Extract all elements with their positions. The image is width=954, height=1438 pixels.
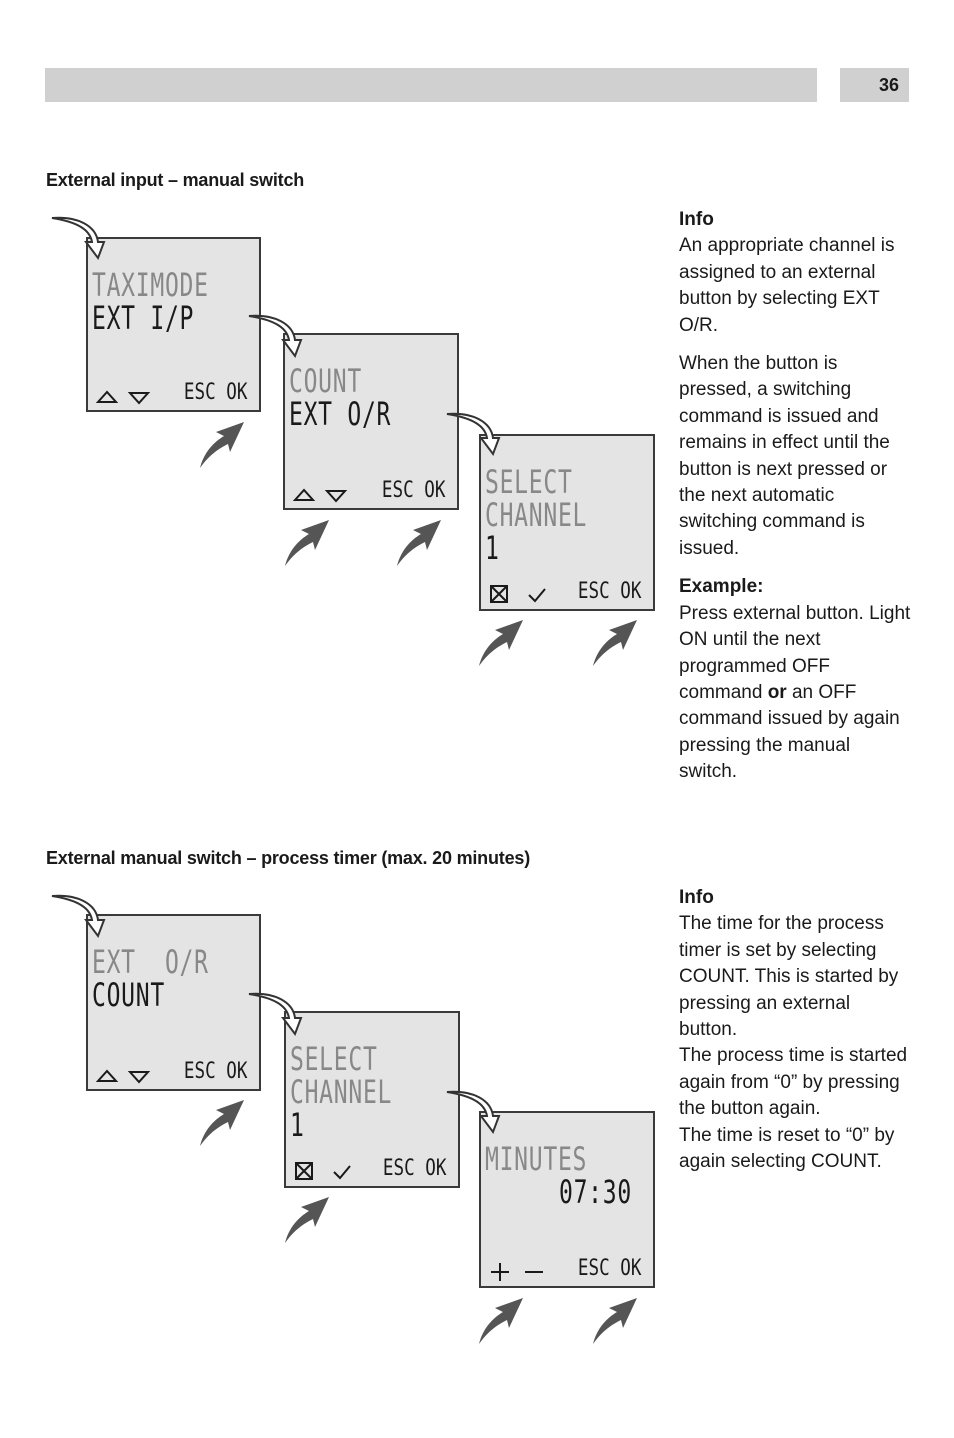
press-arrow-icon	[397, 520, 441, 566]
info-text-section1: Info An appropriate channel is assigned …	[679, 207, 911, 798]
curved-arrow-in-icon	[51, 216, 106, 261]
navigation-icons	[96, 390, 151, 405]
lcd-screen-ext-or: EXT O/R COUNT ESC OK	[86, 914, 261, 1091]
example-heading: Example:	[679, 576, 764, 598]
selection-icons	[295, 1162, 351, 1180]
example-or: or	[767, 681, 787, 703]
lcd-line-3: 1	[485, 529, 500, 567]
lcd-line-2: EXT O/R	[289, 395, 392, 433]
lcd-line-1: EXT O/R	[92, 943, 209, 981]
lcd-line-3: 1	[290, 1106, 305, 1144]
header-bar	[45, 68, 817, 102]
info-paragraph: The time for the process timer is set by…	[679, 913, 899, 1041]
lcd-line-1: MINUTES	[485, 1140, 588, 1178]
info-paragraph: An appropriate channel is assigned to an…	[679, 235, 895, 336]
press-arrow-icon	[200, 1100, 244, 1146]
triangle-up-icon	[293, 488, 316, 501]
lcd-screen-taximode: TAXIMODE EXT I/P ESC OK	[86, 237, 261, 412]
lcd-esc-ok-label: ESC OK	[183, 380, 247, 405]
lcd-line-2: CHANNEL	[290, 1073, 393, 1111]
box-x-icon	[490, 585, 508, 603]
lcd-line-2: EXT I/P	[92, 299, 195, 337]
info-paragraph: When the button is pressed, a switching …	[679, 353, 890, 559]
lcd-line-2: COUNT	[92, 976, 165, 1014]
lcd-screen-count: COUNT EXT O/R ESC OK	[283, 333, 459, 510]
press-arrow-icon	[593, 1298, 637, 1344]
box-x-icon	[295, 1162, 313, 1180]
plus-icon	[491, 1263, 509, 1281]
navigation-icons	[293, 488, 348, 503]
lcd-esc-ok-label: ESC OK	[382, 1156, 446, 1181]
lcd-screen-select-channel: SELECT CHANNEL 1 ESC OK	[284, 1011, 460, 1188]
lcd-esc-ok-label: ESC OK	[183, 1059, 247, 1084]
info-paragraph: The time is reset to “0” by again select…	[679, 1124, 895, 1173]
lcd-line-1: COUNT	[289, 362, 362, 400]
section-title-process-timer: External manual switch – process timer (…	[46, 848, 530, 868]
triangle-down-icon	[127, 1071, 151, 1084]
lcd-esc-ok-label: ESC OK	[577, 1256, 641, 1281]
info-heading: Info	[679, 209, 714, 230]
page-number: 36	[840, 68, 909, 102]
lcd-esc-ok-label: ESC OK	[381, 478, 445, 503]
curved-arrow-in-icon	[51, 894, 106, 939]
press-arrow-icon	[285, 520, 329, 566]
triangle-up-icon	[96, 390, 119, 403]
example-text: Press external button. Light ON until th…	[679, 602, 911, 703]
press-arrow-icon	[479, 620, 523, 666]
lcd-line-2: 07:30	[559, 1173, 632, 1211]
lcd-screen-minutes: MINUTES 07:30 ESC OK	[479, 1111, 655, 1288]
press-arrow-icon	[285, 1197, 329, 1243]
selection-icons	[490, 585, 546, 603]
press-arrow-icon	[593, 620, 637, 666]
info-heading: Info	[679, 887, 714, 908]
curved-arrow-in-icon	[446, 1090, 501, 1135]
triangle-down-icon	[127, 392, 151, 405]
triangle-up-icon	[96, 1069, 119, 1082]
curved-arrow-in-icon	[248, 992, 303, 1037]
triangle-down-icon	[324, 490, 348, 503]
info-text-section2: Info The time for the process timer is s…	[679, 885, 911, 1175]
section-title-external-input: External input – manual switch	[46, 170, 305, 190]
lcd-line-1: SELECT	[290, 1040, 378, 1078]
info-paragraph: The process time is started again from “…	[679, 1045, 908, 1120]
lcd-line-2: CHANNEL	[485, 496, 588, 534]
adjust-icons	[491, 1263, 543, 1281]
navigation-icons	[96, 1069, 151, 1084]
example-text: an OFF command issued by again pressing …	[679, 681, 900, 783]
curved-arrow-in-icon	[248, 314, 303, 359]
lcd-line-1: TAXIMODE	[92, 266, 209, 304]
lcd-line-1: SELECT	[485, 463, 573, 501]
press-arrow-icon	[200, 422, 244, 468]
press-arrow-icon	[479, 1298, 523, 1344]
lcd-esc-ok-label: ESC OK	[577, 579, 641, 604]
curved-arrow-in-icon	[446, 412, 501, 457]
lcd-screen-select-channel: SELECT CHANNEL 1 ESC OK	[479, 434, 655, 611]
checkmark-icon	[528, 588, 546, 603]
checkmark-icon	[333, 1165, 351, 1180]
